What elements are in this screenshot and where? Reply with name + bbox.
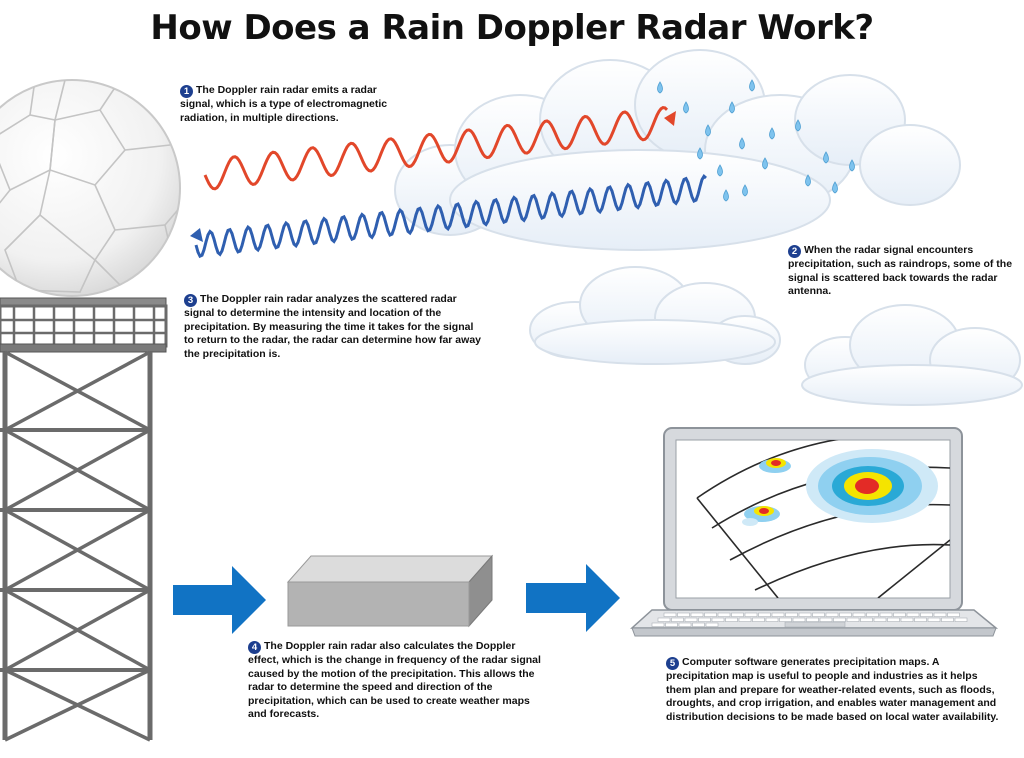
step-text: Computer software generates precipitatio… <box>666 656 999 723</box>
keyboard-key <box>752 617 765 622</box>
keyboard-key <box>941 617 954 622</box>
keyboard-key <box>833 617 846 622</box>
keyboard-key <box>947 612 960 617</box>
step-number-badge: 4 <box>248 641 261 654</box>
emitted-signal-wave <box>203 106 669 191</box>
keyboard-key <box>738 617 752 622</box>
keyboard-key <box>825 612 839 617</box>
keyboard-key <box>792 617 806 622</box>
keyboard-key <box>798 612 812 617</box>
keyboard-key <box>914 617 927 622</box>
keyboard-key <box>684 617 698 622</box>
keyboard-key <box>819 617 833 622</box>
arrow-right-icon <box>173 566 266 634</box>
keyboard-key <box>806 617 819 622</box>
keyboard-key <box>758 612 771 617</box>
tower-icon <box>0 297 168 742</box>
step-number-badge: 3 <box>184 294 197 307</box>
keyboard-key <box>705 622 719 627</box>
keyboard-key <box>731 612 744 617</box>
page-title: How Does a Rain Doppler Radar Work? <box>150 8 874 48</box>
step-number-badge: 5 <box>666 657 679 670</box>
radar-dome-icon <box>0 79 181 297</box>
keyboard-key <box>677 612 690 617</box>
processor-box-icon <box>286 554 494 628</box>
keyboard-key <box>812 612 825 617</box>
precipitation-map-icon <box>696 440 950 598</box>
keyboard-key <box>860 617 873 622</box>
keyboard-key <box>690 612 704 617</box>
step-text: The Doppler rain radar analyzes the scat… <box>184 293 481 360</box>
keyboard-key <box>678 622 692 627</box>
keyboard-key <box>657 617 671 622</box>
returned-signal-arrowhead <box>190 228 203 242</box>
keyboard-key <box>671 617 684 622</box>
keyboard-key <box>711 617 725 622</box>
step-text: The Doppler rain radar also calculates t… <box>248 640 541 720</box>
keyboard-key <box>704 612 717 617</box>
keyboard-key <box>651 622 665 627</box>
keyboard <box>651 612 968 627</box>
keyboard-key <box>887 617 900 622</box>
keyboard-key <box>698 617 711 622</box>
keyboard-key <box>765 617 779 622</box>
laptop-icon <box>630 427 999 637</box>
arrow-right-icon <box>526 564 620 632</box>
keyboard-key <box>933 612 947 617</box>
step-number-badge: 2 <box>788 245 801 258</box>
keyboard-key <box>920 612 933 617</box>
cloud-icon <box>801 304 1023 406</box>
keyboard-key <box>852 612 866 617</box>
keyboard-key <box>692 622 705 627</box>
step-text: When the radar signal encounters precipi… <box>788 244 1013 297</box>
keyboard-key <box>927 617 941 622</box>
keyboard-key <box>839 612 852 617</box>
keyboard-key <box>873 617 887 622</box>
keyboard-key <box>665 622 678 627</box>
keyboard-key <box>954 617 968 622</box>
keyboard-key <box>725 617 738 622</box>
emitted-signal-arrowhead <box>664 111 676 126</box>
keyboard-key <box>717 612 731 617</box>
keyboard-key <box>785 612 798 617</box>
keyboard-key <box>846 617 860 622</box>
raindrop-icon <box>657 79 855 202</box>
keyboard-key <box>900 617 914 622</box>
keyboard-key <box>771 612 785 617</box>
keyboard-key <box>879 612 893 617</box>
keyboard-key <box>893 612 906 617</box>
keyboard-key <box>744 612 758 617</box>
step-text: The Doppler rain radar emits a radar sig… <box>180 84 388 124</box>
step-number-badge: 1 <box>180 85 193 98</box>
cloud-icon <box>529 266 781 365</box>
keyboard-key <box>779 617 792 622</box>
returned-signal-wave <box>194 174 707 259</box>
keyboard-key <box>906 612 920 617</box>
keyboard-key <box>663 612 677 617</box>
keyboard-key <box>866 612 879 617</box>
